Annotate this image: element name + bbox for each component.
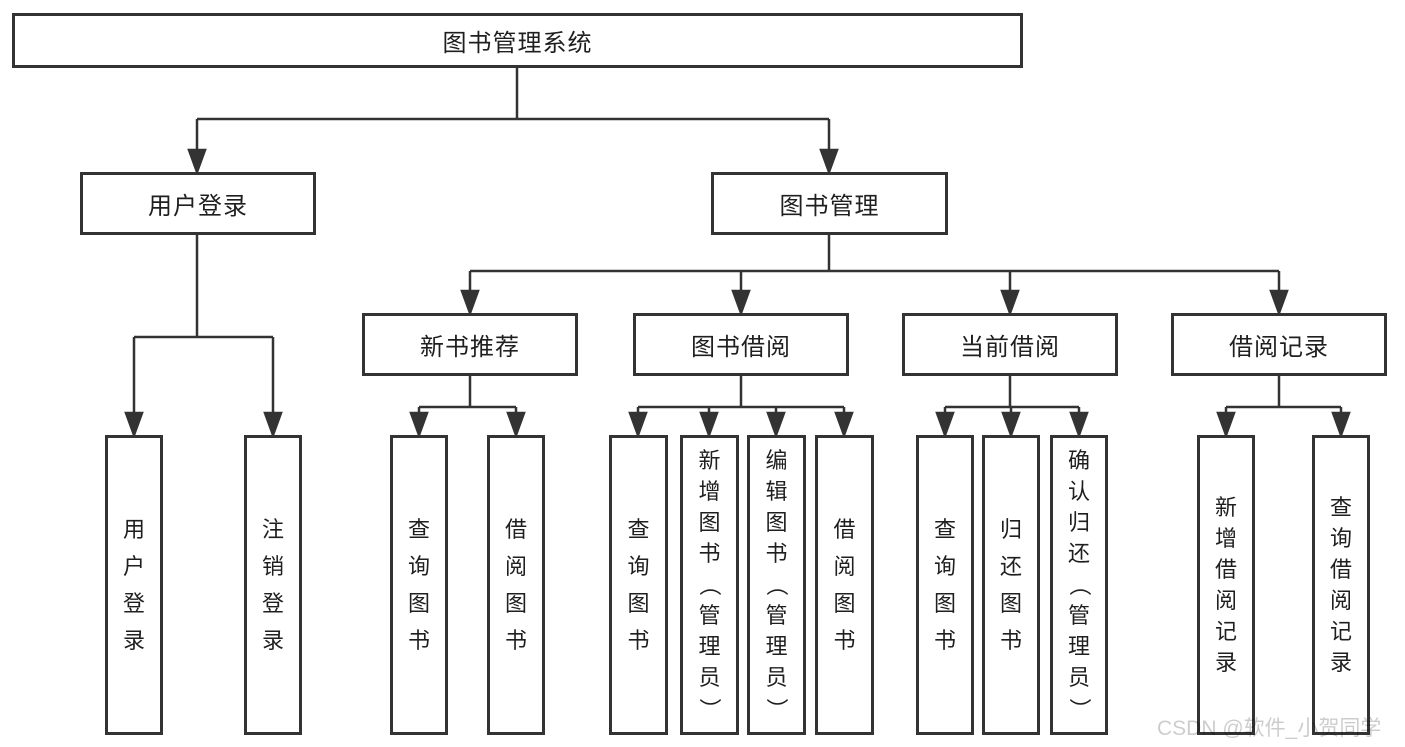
leaf-query-books-current: 查询图书 xyxy=(916,435,974,735)
arrow-down-icon xyxy=(819,148,839,176)
arrow-down-icon xyxy=(1000,289,1020,317)
node-user-login: 用户登录 xyxy=(80,172,316,235)
arrow-down-icon xyxy=(766,411,786,439)
arrow-down-icon xyxy=(187,148,207,176)
leaf-edit-book-admin: 编辑图书（管理员） xyxy=(747,435,806,735)
node-label: 借阅图书 xyxy=(833,516,856,653)
arrow-down-icon xyxy=(1216,411,1236,439)
leaf-borrow-books: 借阅图书 xyxy=(815,435,874,735)
node-label: 查询图书 xyxy=(627,516,650,653)
edge-current-borrow-to-leaves xyxy=(935,376,1089,439)
edge-borrow-record-to-leaves xyxy=(1216,376,1351,439)
edge-user-login-to-leaves xyxy=(124,235,283,439)
node-label: 当前借阅 xyxy=(960,334,1060,361)
arrow-down-icon xyxy=(263,411,283,439)
node-label: 查询图书 xyxy=(407,516,430,653)
node-label: 查询图书 xyxy=(933,516,956,653)
node-label: 新书推荐 xyxy=(420,334,520,361)
arrow-down-icon xyxy=(506,411,526,439)
edge-root-to-level2 xyxy=(187,68,839,176)
node-label: 图书管理 xyxy=(779,193,880,220)
arrow-down-icon xyxy=(1269,289,1289,317)
leaf-confirm-return-admin: 确认归还（管理员） xyxy=(1050,435,1108,735)
arrow-down-icon xyxy=(935,411,955,439)
node-label: 用户登录 xyxy=(122,516,145,653)
node-book-management: 图书管理 xyxy=(711,172,948,235)
node-label: 注销登录 xyxy=(261,516,284,653)
leaf-query-books-borrow: 查询图书 xyxy=(609,435,668,735)
leaf-add-book-admin: 新增图书（管理员） xyxy=(680,435,739,735)
node-label: 确认归还（管理员） xyxy=(1066,448,1092,721)
arrow-down-icon xyxy=(1001,411,1021,439)
edge-new-book-to-leaves xyxy=(409,376,526,439)
arrow-down-icon xyxy=(409,411,429,439)
node-label: 编辑图书（管理员） xyxy=(764,448,790,721)
arrow-down-icon xyxy=(124,411,144,439)
csdn-watermark: CSDN @软件_小贺同学 xyxy=(1157,717,1382,740)
arrow-down-icon xyxy=(699,411,719,439)
node-label: 新增图书（管理员） xyxy=(697,448,723,721)
leaf-borrow-books-recommend: 借阅图书 xyxy=(487,435,545,735)
leaf-logout: 注销登录 xyxy=(244,435,302,735)
arrow-down-icon xyxy=(1331,411,1351,439)
leaf-query-borrow-record: 查询借阅记录 xyxy=(1312,435,1370,735)
leaf-return-books: 归还图书 xyxy=(982,435,1040,735)
node-label: 新增借阅记录 xyxy=(1214,494,1237,675)
node-label: 借阅记录 xyxy=(1229,334,1329,361)
node-label: 查询借阅记录 xyxy=(1329,494,1352,675)
arrow-down-icon xyxy=(834,411,854,439)
node-new-book-recommend: 新书推荐 xyxy=(362,313,578,376)
edge-book-management-to-level3 xyxy=(460,235,1289,317)
arrow-down-icon xyxy=(460,289,480,317)
node-label: 借阅图书 xyxy=(504,516,527,653)
arrow-down-icon xyxy=(1069,411,1089,439)
edge-book-borrow-to-leaves xyxy=(628,376,854,439)
node-label: 图书借阅 xyxy=(691,334,791,361)
node-label: 图书管理系统 xyxy=(442,30,593,57)
leaf-add-borrow-record: 新增借阅记录 xyxy=(1197,435,1255,735)
arrow-down-icon xyxy=(628,411,648,439)
leaf-user-login: 用户登录 xyxy=(105,435,163,735)
leaf-query-books-recommend: 查询图书 xyxy=(390,435,448,735)
node-borrow-record: 借阅记录 xyxy=(1171,313,1387,376)
node-current-borrow: 当前借阅 xyxy=(902,313,1118,376)
arrow-down-icon xyxy=(731,289,751,317)
node-label: 用户登录 xyxy=(148,193,248,220)
node-book-borrow: 图书借阅 xyxy=(633,313,849,376)
node-root-system: 图书管理系统 xyxy=(12,13,1023,68)
node-label: 归还图书 xyxy=(999,516,1022,653)
